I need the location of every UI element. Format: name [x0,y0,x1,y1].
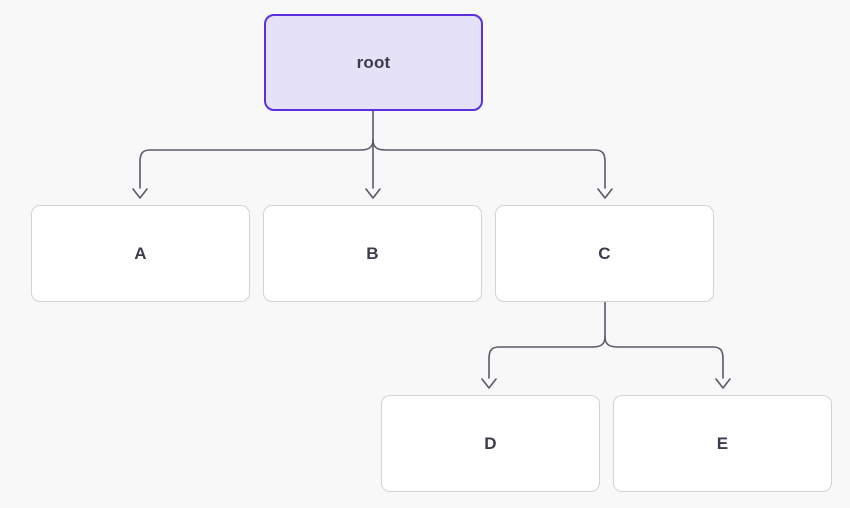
edge-C-E [604,336,724,379]
edge-C-E-arrowhead [715,378,731,389]
node-b[interactable]: B [263,205,482,302]
node-c[interactable]: C [495,205,714,302]
node-d[interactable]: D [381,395,600,492]
node-d-label: D [484,434,497,453]
node-a[interactable]: A [31,205,250,302]
node-root-label: root [356,53,391,72]
node-b-label: B [366,244,379,263]
edge-root-A [139,139,374,189]
node-e[interactable]: E [613,395,832,492]
edge-root-C-arrowhead [597,188,613,199]
edge-root-B-arrowhead [365,188,381,199]
node-a-label: A [134,244,147,263]
edge-root-C [372,139,606,189]
edge-C-D [488,336,606,379]
edge-root-A-arrowhead [132,188,148,199]
node-e-label: E [716,434,729,453]
node-root[interactable]: root [264,14,483,111]
node-c-label: C [598,244,611,263]
edge-C-D-arrowhead [481,378,497,389]
